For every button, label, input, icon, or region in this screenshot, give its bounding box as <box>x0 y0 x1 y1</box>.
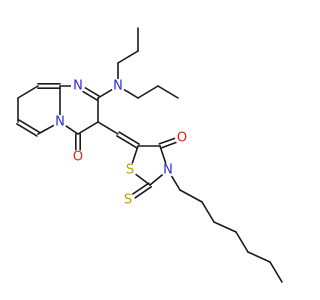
bond-C4-N_ring-13 <box>64 124 79 135</box>
bond-h2-h3-37 <box>201 201 215 223</box>
atom-label-bg-S_ring <box>123 163 137 177</box>
bond-C4t-O_thz-32 <box>158 137 176 145</box>
atom-label-O_pyr: O <box>73 150 83 165</box>
atom-label-S_thione: S <box>124 193 132 208</box>
bond-C5-S_ring-26 <box>131 145 139 165</box>
bond-pB2-pB3-22 <box>157 85 179 99</box>
atom-label-S_ring: S <box>126 163 134 178</box>
canvas-background <box>0 0 300 300</box>
atom-label-bg-N_thz <box>161 163 175 177</box>
bond-pB1-pB2-21 <box>137 85 159 99</box>
bond-C2t-S_thione-33 <box>131 182 150 196</box>
atom-label-O_thz: O <box>177 131 187 146</box>
bond-CH-C5-25 <box>118 131 140 145</box>
bond-a5-a6-5 <box>18 119 40 133</box>
bond-N_top-C2-10 <box>83 86 100 97</box>
bond-C3-CH-23 <box>97 121 119 135</box>
atom-label-bg-S_thione <box>121 193 135 207</box>
bond-a1-a2-0 <box>17 85 39 99</box>
bond-C2-N_amine-16 <box>97 88 114 99</box>
bond-C4t-O_thz-31 <box>160 141 178 149</box>
atom-label-bg-N_top <box>71 79 85 93</box>
molecule-structure: N N N O S N O S <box>0 0 300 300</box>
bond-C2t-S_thione-34 <box>133 186 152 199</box>
bond-h5-h6-40 <box>247 251 271 263</box>
bond-N_thz-h1-35 <box>170 174 181 191</box>
atom-label-bg-N_amine <box>111 79 125 93</box>
atom-label-N_ring: N <box>55 115 65 130</box>
bond-N_amine-pB1-20 <box>122 88 139 99</box>
bond-layer <box>16 27 283 283</box>
atom-label-bg-O_pyr <box>71 150 85 164</box>
bond-pA1-pA2-18 <box>117 50 139 64</box>
bond-CH-C5-24 <box>116 135 138 149</box>
atom-label-N_thz: N <box>163 163 173 178</box>
bond-h3-h4-38 <box>213 221 237 233</box>
atom-label-N_top: N <box>73 79 83 94</box>
bond-a5-a6-6 <box>16 123 38 137</box>
bond-N_ring-a5-4 <box>37 124 56 135</box>
bond-C3-C4-12 <box>77 121 99 135</box>
bond-N_top-C2-9 <box>81 90 98 101</box>
bond-h6-h7-41 <box>269 261 283 283</box>
bond-N_thz-C4t-29 <box>159 145 167 165</box>
atom-label-bg-O_thz <box>175 131 189 145</box>
atom-label-N_amine: N <box>113 79 123 94</box>
bond-h1-h2-36 <box>179 189 203 203</box>
atom-label-layer: N N N O S N O S <box>53 79 189 208</box>
bond-C2t-N_thz-28 <box>149 173 164 186</box>
atom-label-bg-N_ring <box>53 115 67 129</box>
bond-h4-h5-39 <box>235 231 249 253</box>
